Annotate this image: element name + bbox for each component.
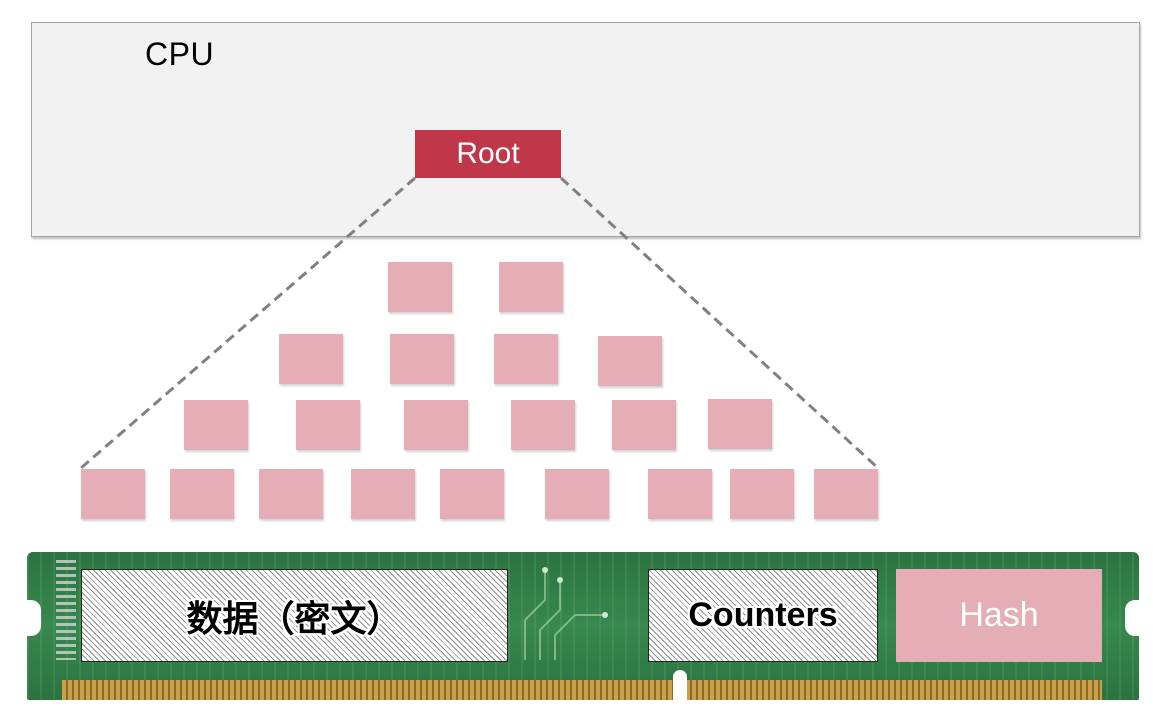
ram-right-notch [1125, 600, 1139, 636]
tree-node-l3-6 [708, 399, 772, 449]
tree-node-l4-6 [545, 469, 609, 519]
ram-gold-pins [62, 680, 1102, 700]
tree-node-l4-7 [648, 469, 712, 519]
tree-node-l1-1 [388, 262, 452, 312]
tree-node-l4-3 [259, 469, 323, 519]
tree-node-l4-5 [440, 469, 504, 519]
ciphertext-data-region: 数据（密文） [81, 569, 508, 662]
tree-node-l1-2 [499, 262, 563, 312]
tree-node-l4-8 [730, 469, 794, 519]
hash-region: Hash [896, 569, 1102, 662]
tree-node-l4-4 [351, 469, 415, 519]
cpu-label: CPU [145, 36, 215, 72]
counters-region: Counters [648, 569, 878, 662]
tree-node-l4-1 [81, 469, 145, 519]
hash-label: Hash [959, 596, 1039, 634]
ram-left-notch [27, 600, 41, 636]
right-dashed-line [559, 176, 880, 470]
tree-node-l2-2 [390, 334, 454, 384]
root-node: Root [415, 130, 561, 178]
ram-key-notch [673, 670, 687, 700]
tree-node-l3-5 [612, 400, 676, 450]
ram-chip-contacts [56, 560, 76, 660]
ciphertext-data-label: 数据（密文） [186, 598, 403, 640]
tree-node-l2-3 [494, 334, 558, 384]
counters-label: Counters [688, 596, 838, 634]
ram-circuit-traces [524, 567, 608, 660]
tree-node-l3-1 [184, 400, 248, 450]
tree-node-l2-4 [598, 336, 662, 386]
tree-node-l4-2 [170, 469, 234, 519]
tree-node-l3-4 [511, 400, 575, 450]
tree-node-l2-1 [279, 334, 343, 384]
left-dashed-line [80, 176, 416, 470]
tree-node-l3-3 [404, 400, 468, 450]
tree-node-l3-2 [296, 400, 360, 450]
tree-node-l4-9 [814, 469, 878, 519]
